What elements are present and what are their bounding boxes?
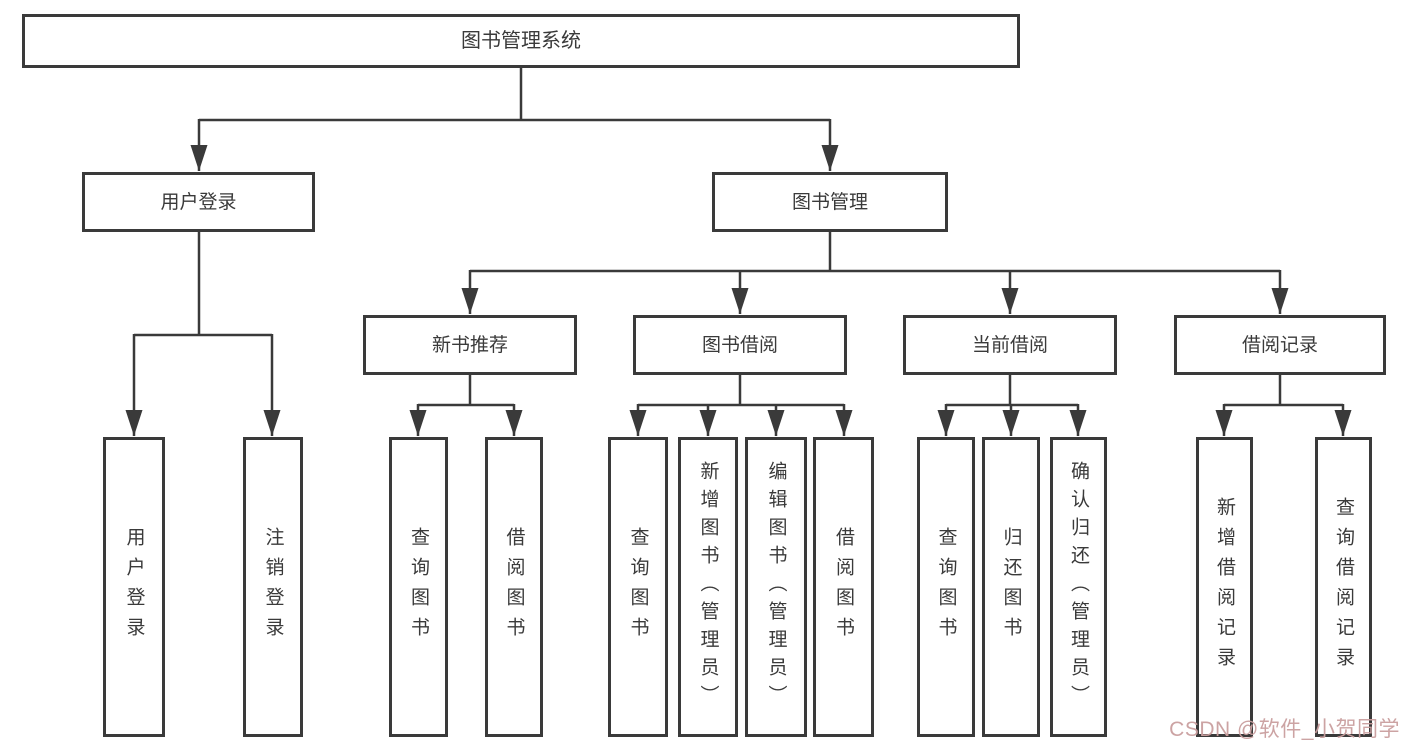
leaf-logout: 注销登录 [243, 437, 303, 737]
leaf-query-books-current: 查询图书 [917, 437, 975, 737]
leaf-borrow-books-newrec: 借阅图书 [485, 437, 543, 737]
leaf-edit-books-admin: 编辑图书（管理员） [745, 437, 807, 737]
csdn-watermark: CSDN @软件_小贺同学 [1169, 718, 1400, 741]
node-book-borrow: 图书借阅 [633, 315, 847, 375]
node-book-management: 图书管理 [712, 172, 948, 232]
leaf-query-borrow-record: 查询借阅记录 [1315, 437, 1372, 737]
leaf-add-books-admin: 新增图书（管理员） [678, 437, 738, 737]
node-borrow-records: 借阅记录 [1174, 315, 1386, 375]
leaf-user-login: 用户登录 [103, 437, 165, 737]
leaf-query-books-newrec: 查询图书 [389, 437, 448, 737]
leaf-confirm-return-admin: 确认归还（管理员） [1050, 437, 1107, 737]
node-current-borrow: 当前借阅 [903, 315, 1117, 375]
node-user-login: 用户登录 [82, 172, 315, 232]
leaf-query-books-borrow: 查询图书 [608, 437, 668, 737]
node-library-management-system: 图书管理系统 [22, 14, 1020, 68]
leaf-add-borrow-record: 新增借阅记录 [1196, 437, 1253, 737]
leaf-borrow-books: 借阅图书 [813, 437, 874, 737]
leaf-return-books: 归还图书 [982, 437, 1040, 737]
node-new-book-recommend: 新书推荐 [363, 315, 577, 375]
